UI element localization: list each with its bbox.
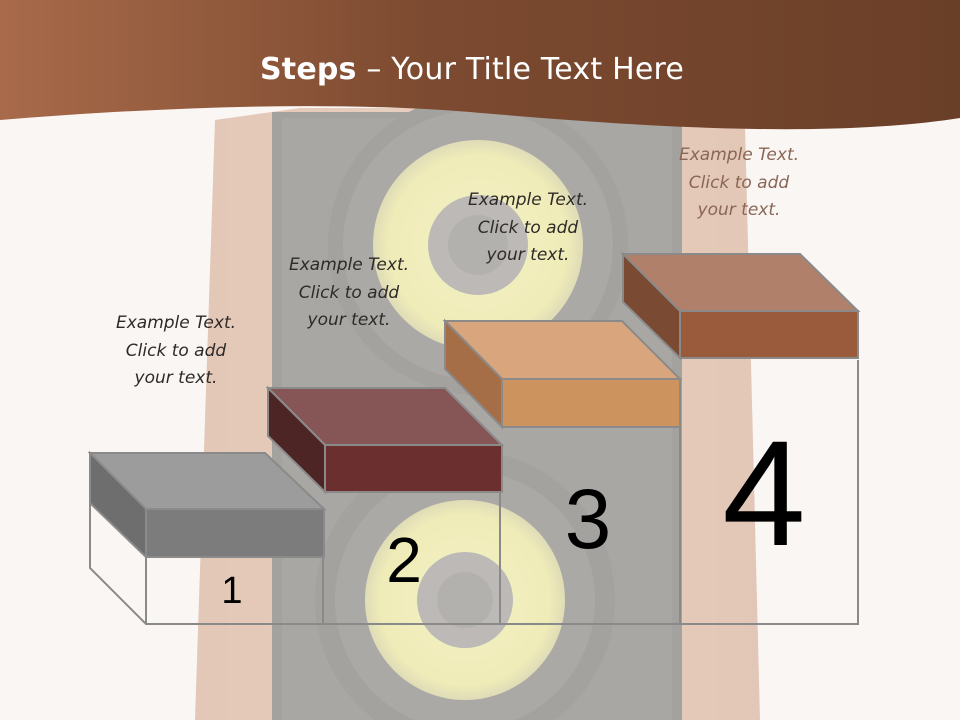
caption-line: Example Text. bbox=[467, 190, 589, 210]
step-frame bbox=[89, 360, 859, 625]
slide-title[interactable]: Steps – Your Title Text Here bbox=[0, 52, 944, 87]
step-block-4[interactable] bbox=[620, 251, 861, 361]
step-1-caption[interactable]: Example Text. Click to add your text. bbox=[86, 310, 266, 393]
caption-line: Click to add bbox=[125, 340, 227, 361]
title-bold: Steps bbox=[259, 52, 357, 87]
step-2-caption[interactable]: Example Text. Click to add your text. bbox=[259, 252, 439, 335]
step-4-caption[interactable]: Example Text. Click to add your text. bbox=[649, 142, 829, 225]
step-3-caption[interactable]: Example Text. Click to add your text. bbox=[438, 187, 618, 270]
caption-line: Click to add bbox=[477, 217, 579, 238]
step-block-3[interactable] bbox=[442, 318, 683, 430]
caption-line: Example Text. bbox=[288, 255, 410, 275]
step-number-2: 2 bbox=[386, 524, 422, 596]
caption-line: your text. bbox=[486, 245, 570, 265]
step-number-4: 4 bbox=[722, 409, 806, 577]
caption-line: Example Text. bbox=[115, 313, 237, 333]
caption-line: Click to add bbox=[688, 172, 790, 193]
step-number-3: 3 bbox=[564, 472, 612, 566]
step-number-1: 1 bbox=[221, 570, 243, 612]
step-block-1[interactable] bbox=[87, 450, 327, 560]
caption-line: Example Text. bbox=[678, 145, 800, 165]
title-rest: – Your Title Text Here bbox=[356, 52, 685, 87]
caption-line: your text. bbox=[307, 310, 391, 330]
caption-line: your text. bbox=[697, 200, 781, 220]
caption-line: Click to add bbox=[298, 282, 400, 303]
header-band bbox=[0, 0, 960, 130]
step-block-2[interactable] bbox=[265, 385, 505, 495]
caption-line: your text. bbox=[134, 368, 218, 388]
